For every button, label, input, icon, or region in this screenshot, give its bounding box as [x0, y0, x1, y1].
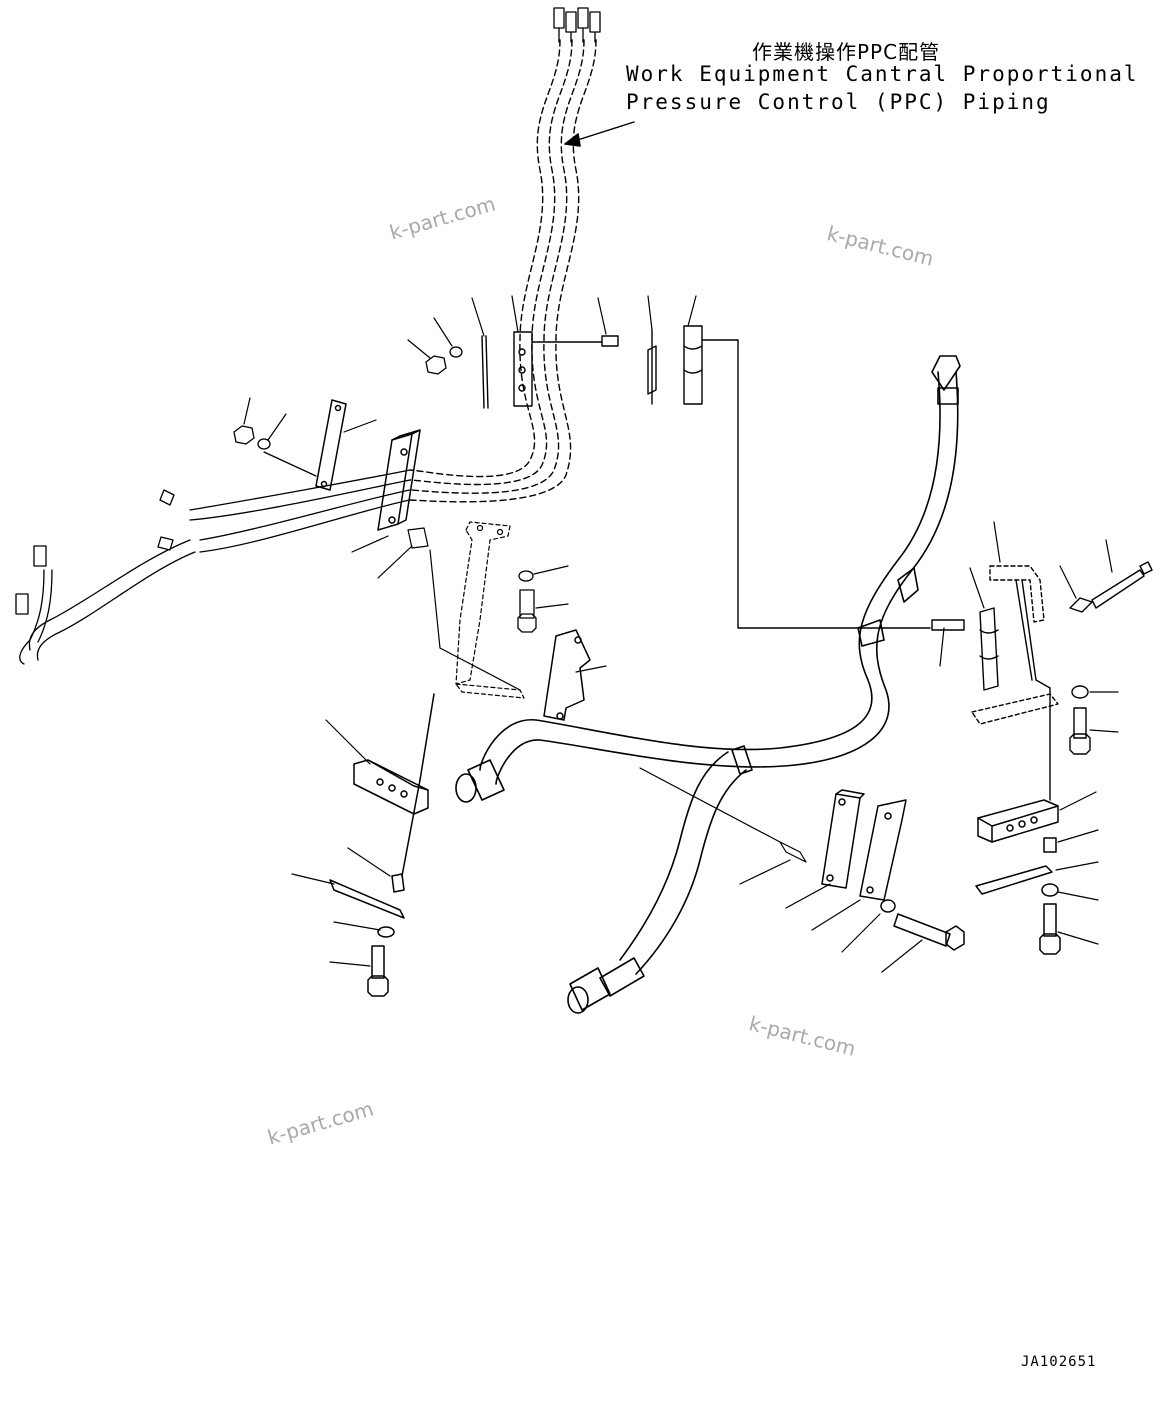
- leader-lines: [243, 295, 1119, 973]
- ppc-hose-bundle: [409, 39, 597, 503]
- diagram-title-english-line1: Work Equipment Cantral Proportional: [626, 62, 1139, 86]
- hose-clamp-lower-right: [821, 789, 965, 951]
- upper-clamps: [481, 325, 931, 629]
- hose-fitting-group: [553, 7, 601, 43]
- hose-clamp-block-lower-left: [329, 693, 435, 997]
- nut-washer-upper: [233, 346, 463, 477]
- diagram-title-japanese: 作業機操作PPC配管: [752, 40, 941, 64]
- drawing-code: JA102651: [1021, 1354, 1097, 1370]
- hose-clamp-block-lower-right: [975, 799, 1061, 955]
- hose-clamp-center: [543, 629, 591, 721]
- right-mount-group: [931, 561, 1153, 801]
- hose-clamp-block-left: [315, 399, 421, 531]
- left-hose-run: [15, 469, 411, 665]
- center-mount-bracket: [455, 521, 525, 699]
- diagram-title-english-line2: Pressure Control (PPC) Piping: [626, 90, 1051, 114]
- main-hose: [455, 355, 961, 1014]
- bolt-washer-center: [517, 570, 537, 633]
